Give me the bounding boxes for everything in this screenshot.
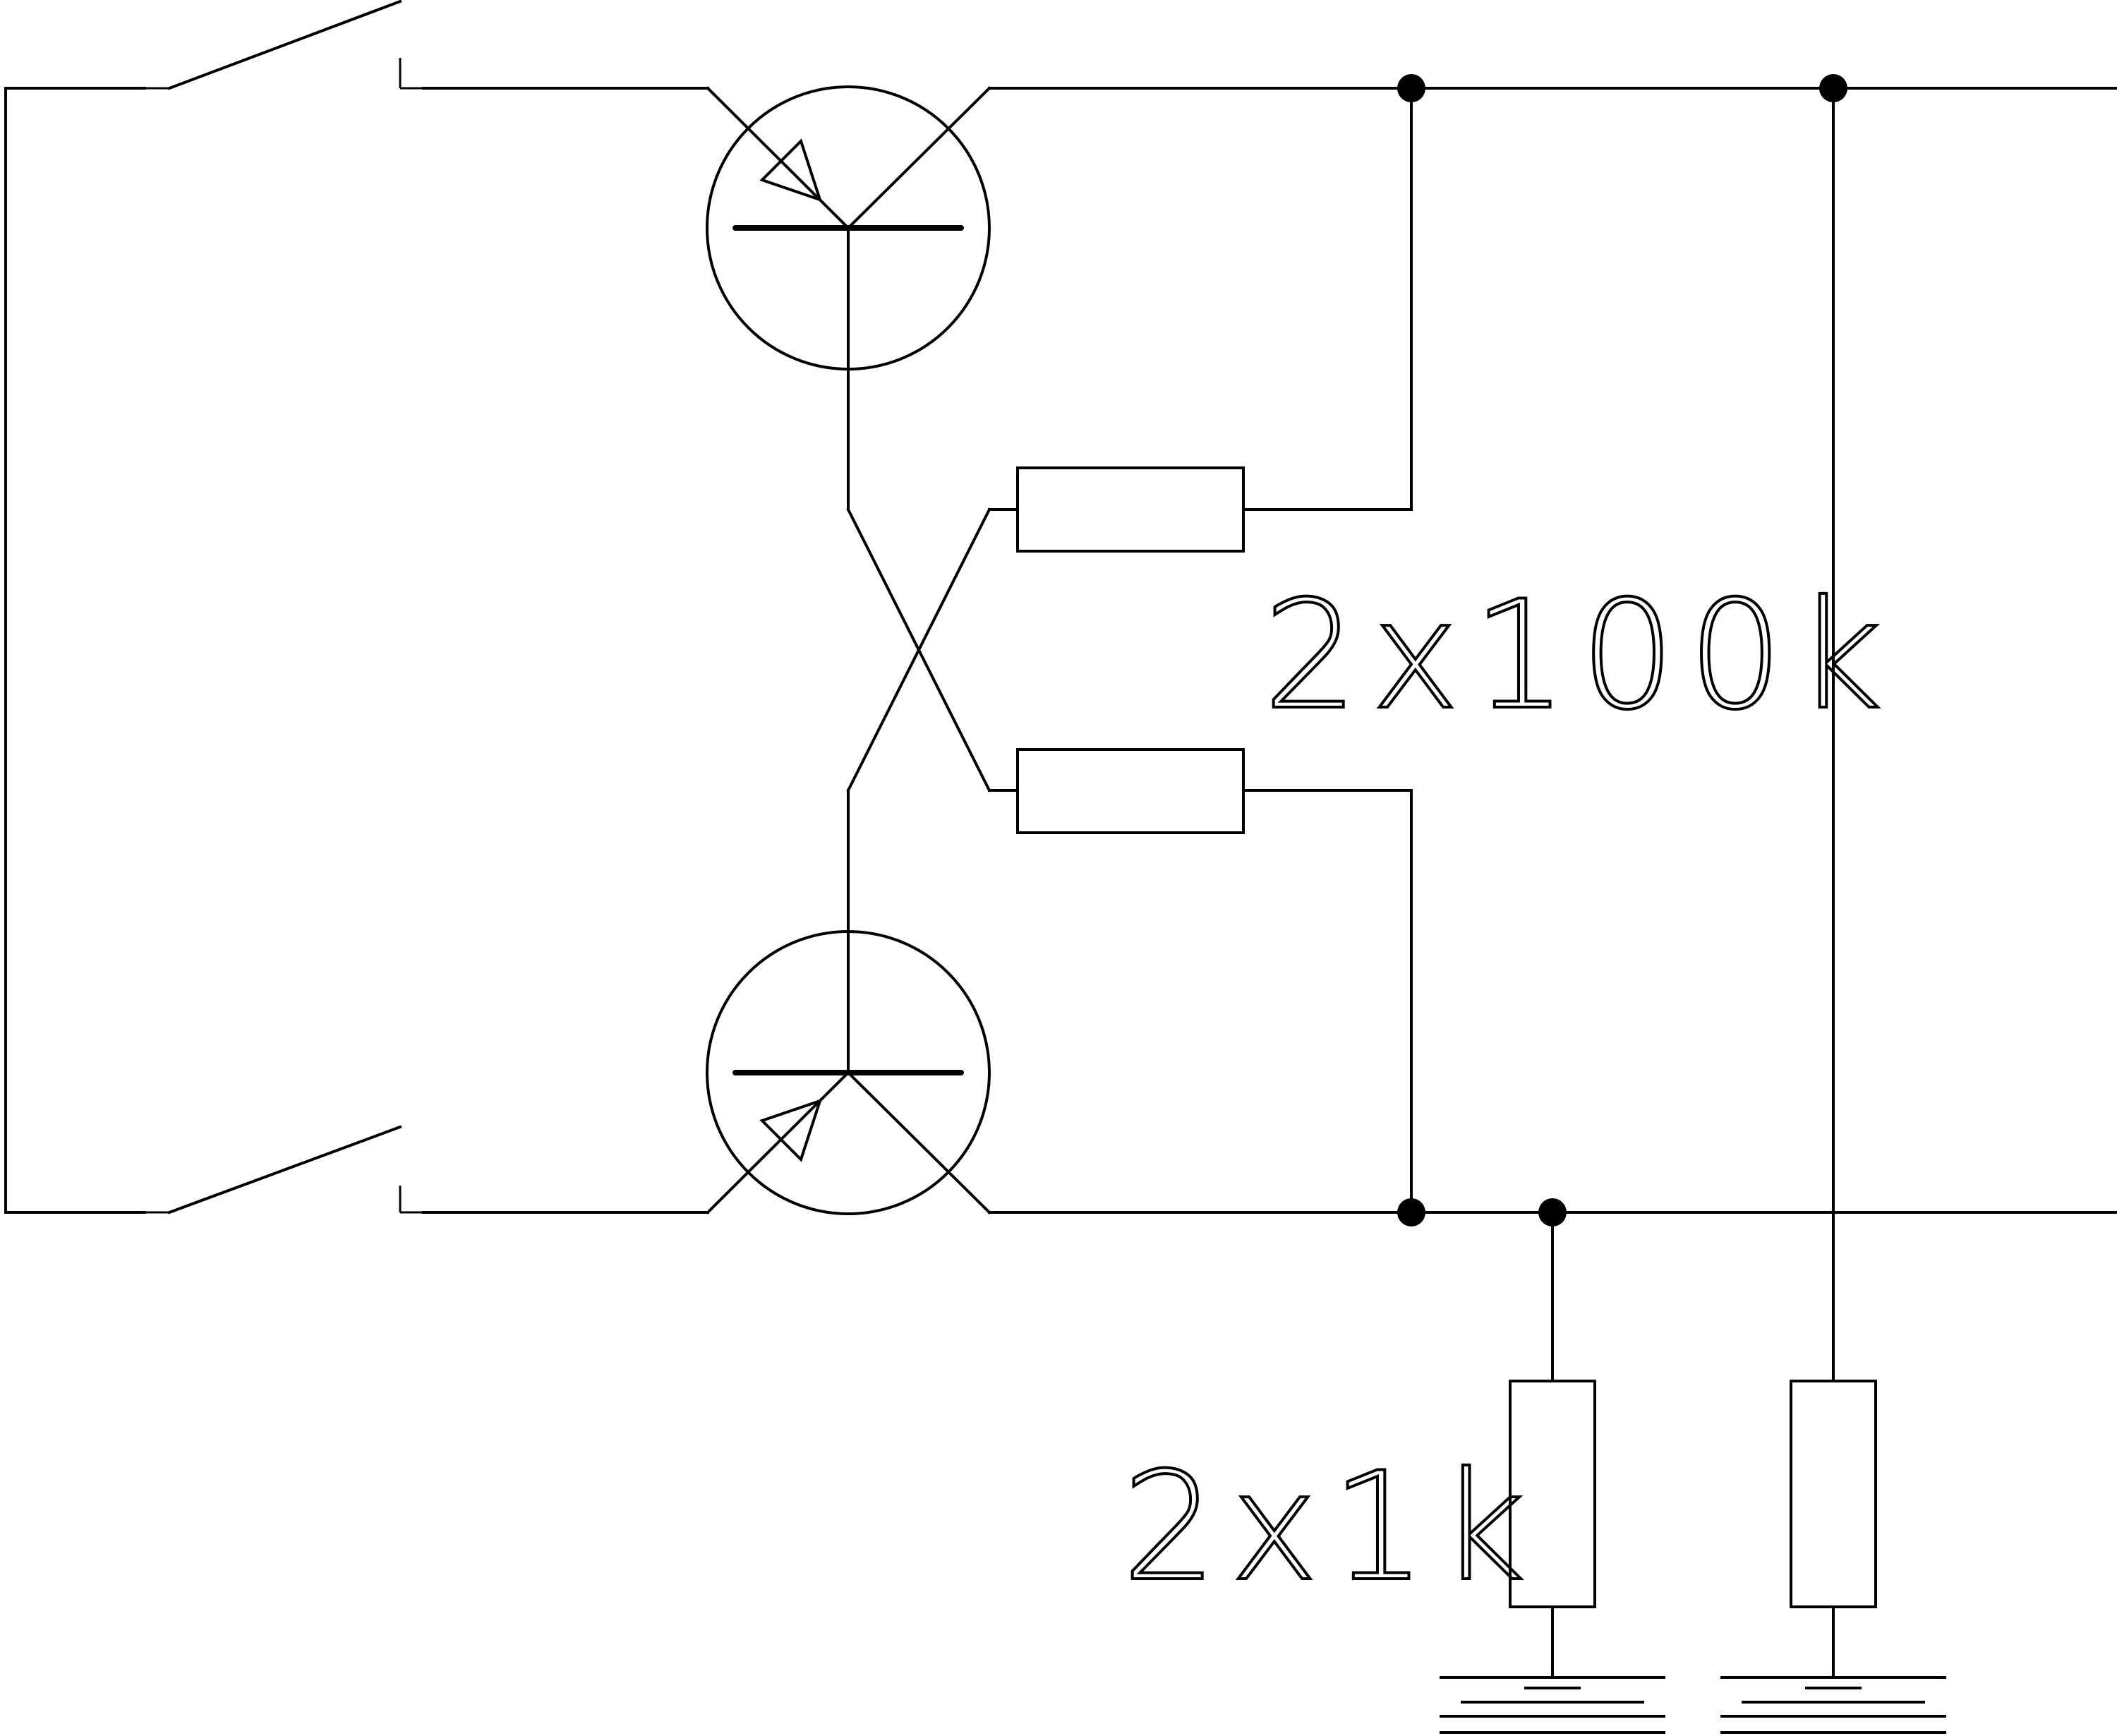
junction-dot <box>1397 74 1425 102</box>
emitter-arrow-icon <box>759 138 823 203</box>
top-transistor <box>422 85 991 370</box>
junction-dot <box>1538 1198 1567 1226</box>
ground-icon <box>1440 1676 1665 1734</box>
load-resistors-label: 2x1k <box>1122 1440 1538 1614</box>
junction-dot <box>1397 1198 1425 1226</box>
base-resistors-label: 2x100k <box>1263 568 1895 742</box>
ground-icon <box>1720 1676 1946 1734</box>
load-resistor-right <box>1790 1380 1877 1608</box>
load-resistor-left <box>1509 1380 1596 1608</box>
base-resistor-bottom <box>1016 748 1245 834</box>
emitter-arrow-icon <box>759 1098 823 1162</box>
bottom-switch <box>4 1125 423 1214</box>
bottom-transistor <box>422 930 991 1215</box>
top-switch <box>4 0 423 90</box>
base-resistor-top <box>1016 466 1245 553</box>
base-cross-wiring <box>846 227 1019 1074</box>
junction-dot <box>1819 74 1847 102</box>
